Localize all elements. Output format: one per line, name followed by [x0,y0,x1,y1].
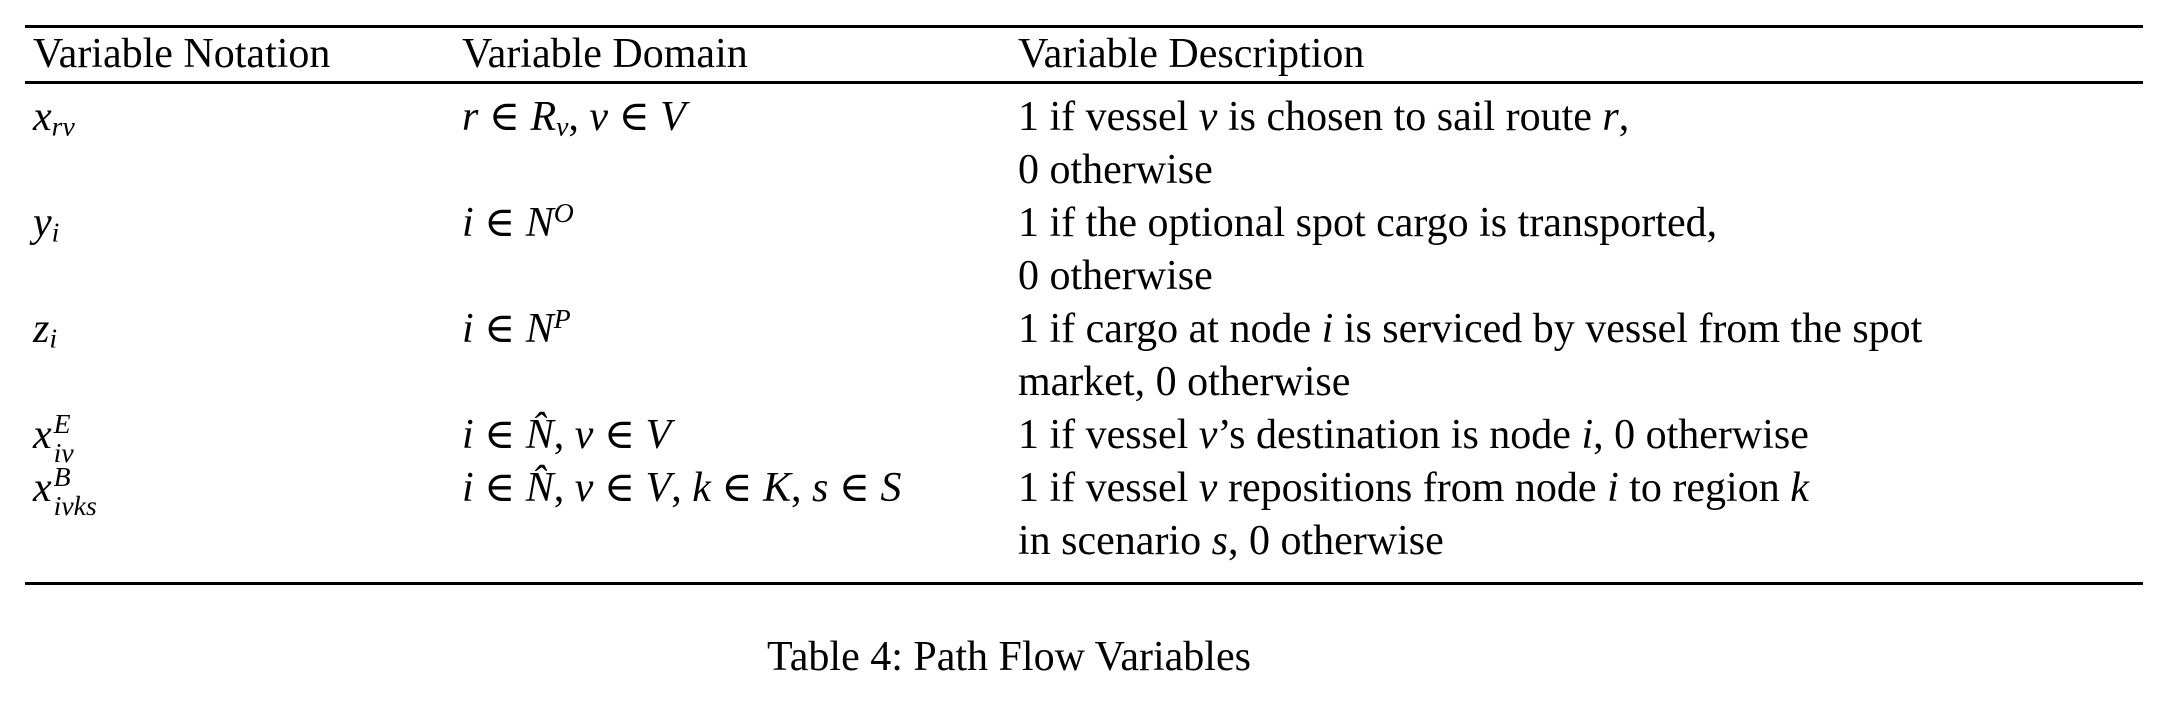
table-top-rule [25,25,2143,28]
table-bottom-rule [25,582,2143,585]
path-flow-variables-table: Variable Notation Variable Domain Variab… [25,25,2143,585]
cell-description: 1 if cargo at node i is serviced by vess… [1018,306,1923,405]
cell-description: 1 if vessel v’s destination is node i, 0… [1018,412,1809,458]
cell-domain: i ∈ N̂, v ∈ V [462,412,672,458]
cell-notation: zi [33,306,58,354]
table-row: xrv r ∈ Rv, v ∈ V 1 if vessel v is chose… [25,91,2143,197]
table-header-row: Variable Notation Variable Domain Variab… [25,28,2143,81]
cell-domain: i ∈ NO [462,197,574,246]
cell-domain: i ∈ N̂, v ∈ V, k ∈ K, s ∈ S [462,465,902,511]
table-header-rule [25,81,2143,84]
cell-notation: xrv [33,94,75,142]
cell-description: 1 if vessel v repositions from node i to… [1018,465,1809,564]
column-header-variable-domain: Variable Domain [462,31,748,77]
table-row: zi i ∈ NP 1 if cargo at node i is servic… [25,303,2143,409]
cell-domain: i ∈ NP [462,303,571,352]
cell-description: 1 if the optional spot cargo is transpor… [1018,200,1718,299]
table-row: yi i ∈ NO 1 if the optional spot cargo i… [25,197,2143,303]
cell-notation: yi [33,200,60,248]
column-header-variable-description: Variable Description [1018,31,1365,77]
cell-domain: r ∈ Rv, v ∈ V [462,94,686,142]
table-body: xrv r ∈ Rv, v ∈ V 1 if vessel v is chose… [25,84,2143,582]
table-caption: Table 4: Path Flow Variables [767,634,1251,680]
cell-description: 1 if vessel v is chosen to sail route r,… [1018,94,1630,193]
column-header-variable-notation: Variable Notation [33,31,331,77]
